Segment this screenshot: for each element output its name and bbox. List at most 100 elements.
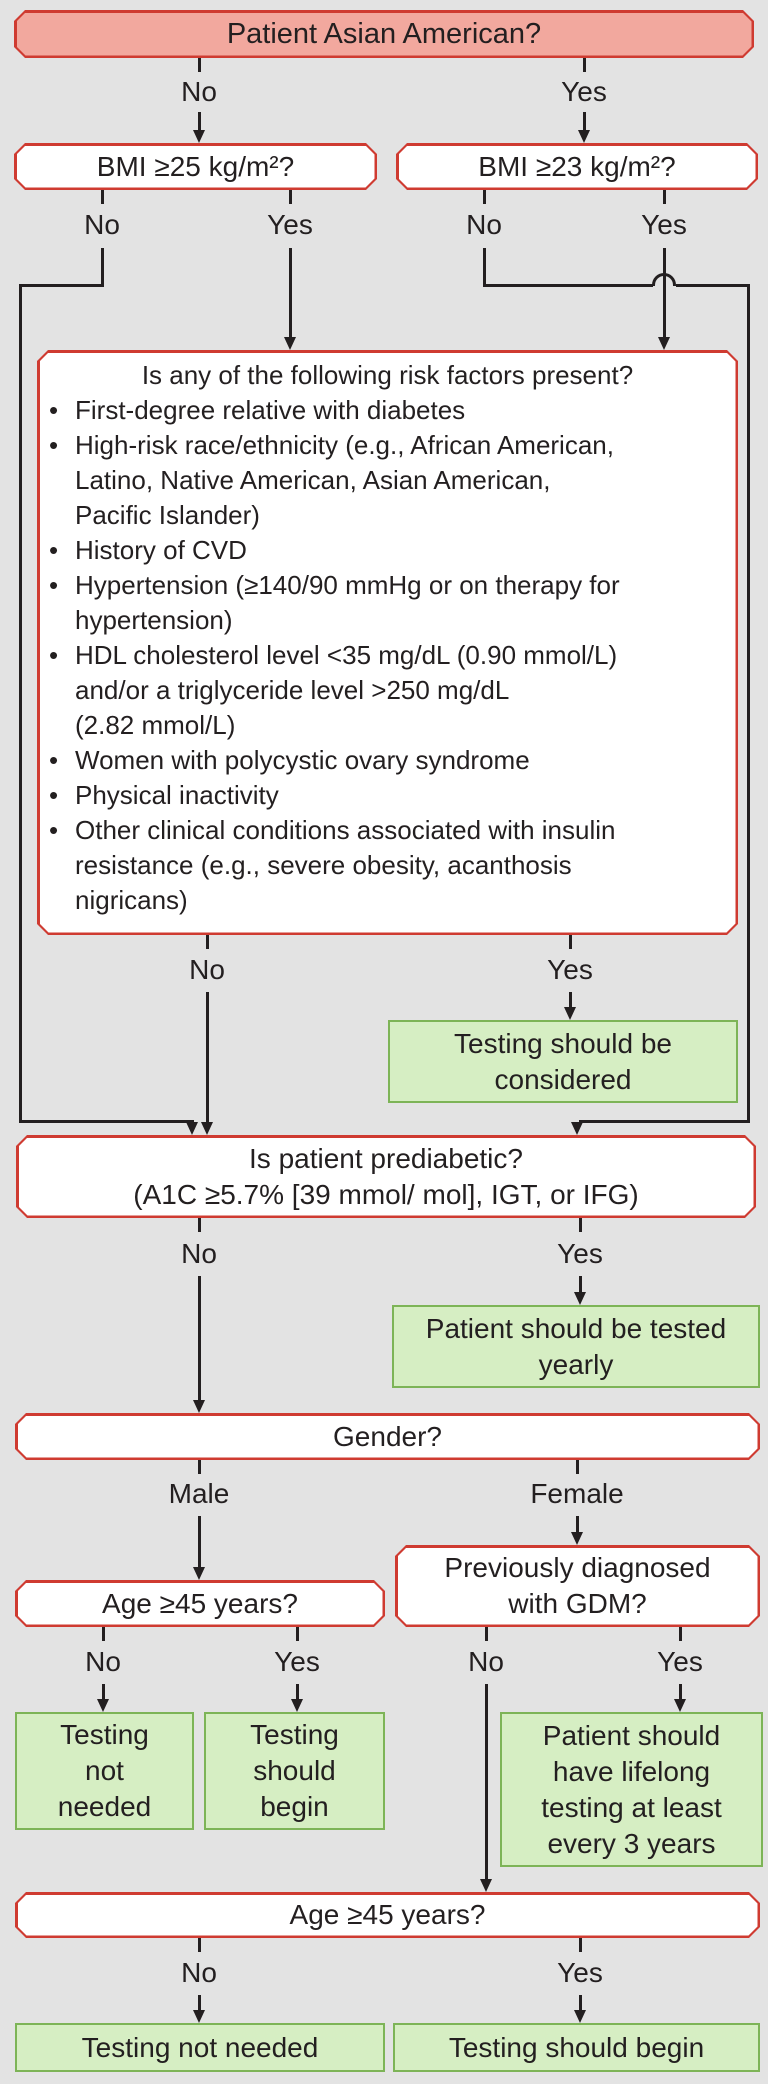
- edge-bmi25-no-tick: [100, 190, 104, 204]
- risk-item: • History of CVD: [49, 533, 726, 568]
- box-fill: [18, 1895, 758, 1936]
- branch-label-no: No: [85, 1646, 121, 1677]
- edge-bmi23-no-tick: [482, 190, 486, 204]
- risk-item: •Other clinical conditions associated wi…: [49, 813, 726, 918]
- bullet-icon: •: [49, 570, 59, 600]
- prediabetic-line1: Is patient prediabetic?: [249, 1142, 523, 1174]
- arrow-down-icon: [570, 1122, 583, 1135]
- decision-risk-factors: Is any of the following risk factors pre…: [37, 350, 738, 935]
- arrow-down-icon: [192, 130, 205, 143]
- edge-risk-yes-tick: [568, 935, 572, 949]
- decision-label: Is patient prediabetic? (A1C ≥5.7% [39 m…: [16, 1135, 756, 1218]
- box-fill: [398, 1548, 758, 1625]
- edge-prediabetic-no-stem: [197, 1276, 201, 1400]
- arrow-down-icon: [283, 337, 296, 350]
- arrow-down-icon: [673, 1699, 686, 1712]
- gdm-line1: Previously diagnosed: [444, 1552, 711, 1583]
- branch-label-yes: Yes: [561, 76, 607, 107]
- box-fill: [17, 146, 375, 188]
- bullet-icon: •: [49, 815, 59, 845]
- edge-bmi25-yes-tick: [288, 190, 292, 204]
- branch-label-yes: Yes: [557, 1957, 603, 1988]
- outcome-male-no-testing-not-needed: Testing not needed: [15, 1712, 194, 1830]
- risk-item-text: Women with polycystic ovary syndrome: [75, 745, 530, 775]
- outcome-label: Testing should be considered: [454, 1027, 672, 1095]
- edge-gdm-no-tick: [484, 1627, 488, 1641]
- risk-item: •High-risk race/ethnicity (e.g., African…: [49, 428, 726, 533]
- outcome-label: Testing not needed: [57, 1719, 152, 1822]
- branch-label-yes: Yes: [557, 1238, 603, 1269]
- decision-label: Age ≥45 years?: [289, 1899, 486, 1930]
- edge-bmi25-no-stem: [100, 248, 104, 287]
- arrow-down-icon: [185, 1122, 198, 1135]
- bullet-icon: •: [49, 780, 59, 810]
- risk-item: •Women with polycystic ovary syndrome: [49, 743, 726, 778]
- edge-gender-female-stem: [575, 1516, 579, 1532]
- edge-risk-yes-stem: [568, 992, 572, 1007]
- outcome-label: Patient should have lifelong testing at …: [541, 1719, 722, 1859]
- box-fill: [18, 1583, 383, 1625]
- branch-label-male: Male: [168, 1478, 230, 1509]
- outcome-tested-yearly: Patient should be tested yearly: [392, 1305, 760, 1388]
- decision-label: Gender?: [333, 1420, 442, 1452]
- edge-gender-female-tick: [575, 1460, 579, 1474]
- risk-item: •Physical inactivity: [49, 778, 726, 813]
- gdm-line2: with GDM?: [508, 1588, 647, 1619]
- box-fill: [17, 13, 752, 56]
- arrow-down-icon: [479, 1879, 492, 1892]
- bullet-icon: •: [49, 535, 59, 565]
- edge-gender-male-tick: [197, 1460, 201, 1474]
- edge-bmi23-yes-tick: [662, 190, 666, 204]
- risk-item-text: History of CVD: [75, 535, 247, 565]
- arrow-down-icon: [573, 1292, 586, 1305]
- risk-factor-list: Is any of the following risk factors pre…: [37, 350, 738, 935]
- arrow-down-icon: [570, 1532, 583, 1545]
- edge-right-bypass-vertical: [746, 284, 750, 1123]
- edge-prediabetic-no-tick: [197, 1218, 201, 1232]
- branch-label-no: No: [468, 1646, 504, 1677]
- branch-label-yes: Yes: [274, 1646, 320, 1677]
- box-fill: [19, 1138, 754, 1216]
- edge-bmi23-no-elbow-left: [482, 284, 653, 287]
- outcome-label: Testing not needed: [81, 2031, 319, 2063]
- branch-label-no: No: [84, 209, 120, 240]
- outcome-label: Testing should begin: [250, 1719, 339, 1822]
- risk-item: •HDL cholesterol level <35 mg/dL (0.90 m…: [49, 638, 726, 743]
- box-fill: [40, 353, 736, 933]
- arrow-down-icon: [192, 1567, 205, 1580]
- decision-bmi-23: BMI ≥23 kg/m²?: [396, 143, 758, 190]
- decision-label: Previously diagnosed with GDM?: [395, 1545, 760, 1627]
- edge-gdm-no-stem: [484, 1684, 488, 1879]
- edge-left-bypass-vertical: [18, 284, 22, 1123]
- outcome-testing-considered: Testing should be considered: [388, 1020, 738, 1103]
- edge-age45final-no-tick: [197, 1938, 201, 1952]
- decision-label: Patient Asian American?: [226, 18, 542, 50]
- edge-asian-yes-stem: [582, 112, 586, 130]
- decision-prediabetic: Is patient prediabetic? (A1C ≥5.7% [39 m…: [16, 1135, 756, 1218]
- arrow-down-icon: [192, 2010, 205, 2023]
- edge-left-bypass-elbow: [18, 1120, 194, 1123]
- edge-gender-male-stem: [197, 1516, 201, 1567]
- arrow-down-icon: [657, 337, 670, 350]
- edge-age45final-yes-stem: [578, 1995, 582, 2010]
- risk-item-text: High-risk race/ethnicity (e.g., African …: [75, 430, 614, 530]
- branch-label-yes: Yes: [547, 954, 593, 985]
- edge-prediabetic-yes-tick: [578, 1218, 582, 1232]
- bullet-icon: •: [49, 395, 59, 425]
- edge-prediabetic-yes-stem: [578, 1276, 582, 1292]
- branch-label-no: No: [181, 1238, 217, 1269]
- edge-age45final-yes-tick: [578, 1938, 582, 1952]
- edge-risk-no-stem: [205, 992, 209, 1122]
- box-fill: [18, 1416, 758, 1458]
- edge-asian-no-tick: [197, 58, 201, 72]
- edge-risk-no-tick: [205, 935, 209, 949]
- branch-label-yes: Yes: [657, 1646, 703, 1677]
- outcome-label: Patient should be tested yearly: [425, 1312, 727, 1380]
- risk-item: •Hypertension (≥140/90 mmHg or on therap…: [49, 568, 726, 638]
- branch-label-no: No: [181, 1957, 217, 1988]
- arrow-down-icon: [563, 1007, 576, 1020]
- arrow-down-icon: [200, 1122, 213, 1135]
- branch-label-no: No: [189, 954, 225, 985]
- edge-asian-yes-tick: [582, 58, 586, 72]
- outcome-gdm-lifelong-testing: Patient should have lifelong testing at …: [500, 1712, 763, 1867]
